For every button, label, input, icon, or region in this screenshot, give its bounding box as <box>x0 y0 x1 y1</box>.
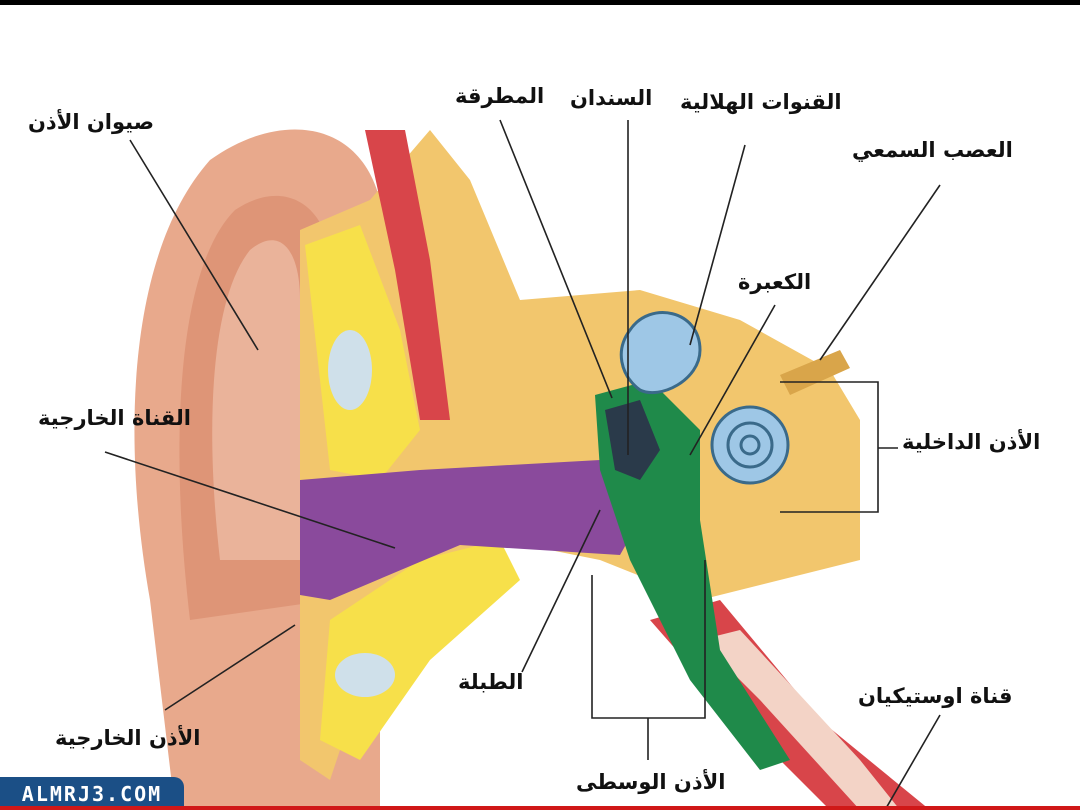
leader-lines <box>104 119 941 810</box>
label-eustachian: قناة اوستيكيان <box>858 684 1013 708</box>
ossicles <box>605 400 660 480</box>
ear-canal-shape <box>300 460 640 600</box>
semicircular-canals <box>619 311 702 395</box>
label-eardrum: الطبلة <box>458 670 524 694</box>
cochlea-line <box>689 304 776 456</box>
label-outer-ear: الأذن الخارجية <box>55 726 201 750</box>
spongy-bone-bottom <box>320 540 520 760</box>
canals-line <box>689 144 746 346</box>
bottom-accent-line <box>0 806 1080 810</box>
label-middle-ear: الأذن الوسطى <box>576 770 726 794</box>
nerve-shape <box>780 350 850 395</box>
outer-line <box>164 624 296 711</box>
label-cochlea: الكعبرة <box>738 270 812 294</box>
pinna-line <box>129 139 259 351</box>
label-canals: القنوات الهلالية <box>680 90 842 114</box>
label-hammer: المطرقة <box>455 84 545 108</box>
label-ear-canal: القناة الخارجية <box>38 406 191 430</box>
canal-line <box>104 451 396 549</box>
air-cell-2 <box>335 653 395 697</box>
label-inner-ear: الأذن الداخلية <box>902 430 1041 454</box>
eustachian-inner <box>700 630 900 810</box>
cochlea-shape <box>710 405 790 485</box>
label-pinna: صيوان الأذن <box>28 110 154 134</box>
hammer-line <box>499 119 613 399</box>
nerve-line <box>819 184 941 361</box>
label-anvil: السندان <box>570 86 653 110</box>
cochlea-spiral <box>726 421 774 469</box>
cochlea-center <box>739 434 761 456</box>
bone-region <box>300 130 860 780</box>
eardrum-line <box>521 509 601 673</box>
muscle-strip <box>365 130 450 420</box>
label-nerve: العصب السمعي <box>852 138 1013 162</box>
inner-bracket <box>780 381 879 513</box>
eustachian-line <box>884 714 941 810</box>
middle-ear-shape <box>595 380 790 770</box>
site-watermark: ALMRJ3.COM <box>0 777 184 810</box>
top-border <box>0 0 1080 5</box>
air-cell-1 <box>328 330 372 410</box>
pinna-inner <box>212 240 300 560</box>
